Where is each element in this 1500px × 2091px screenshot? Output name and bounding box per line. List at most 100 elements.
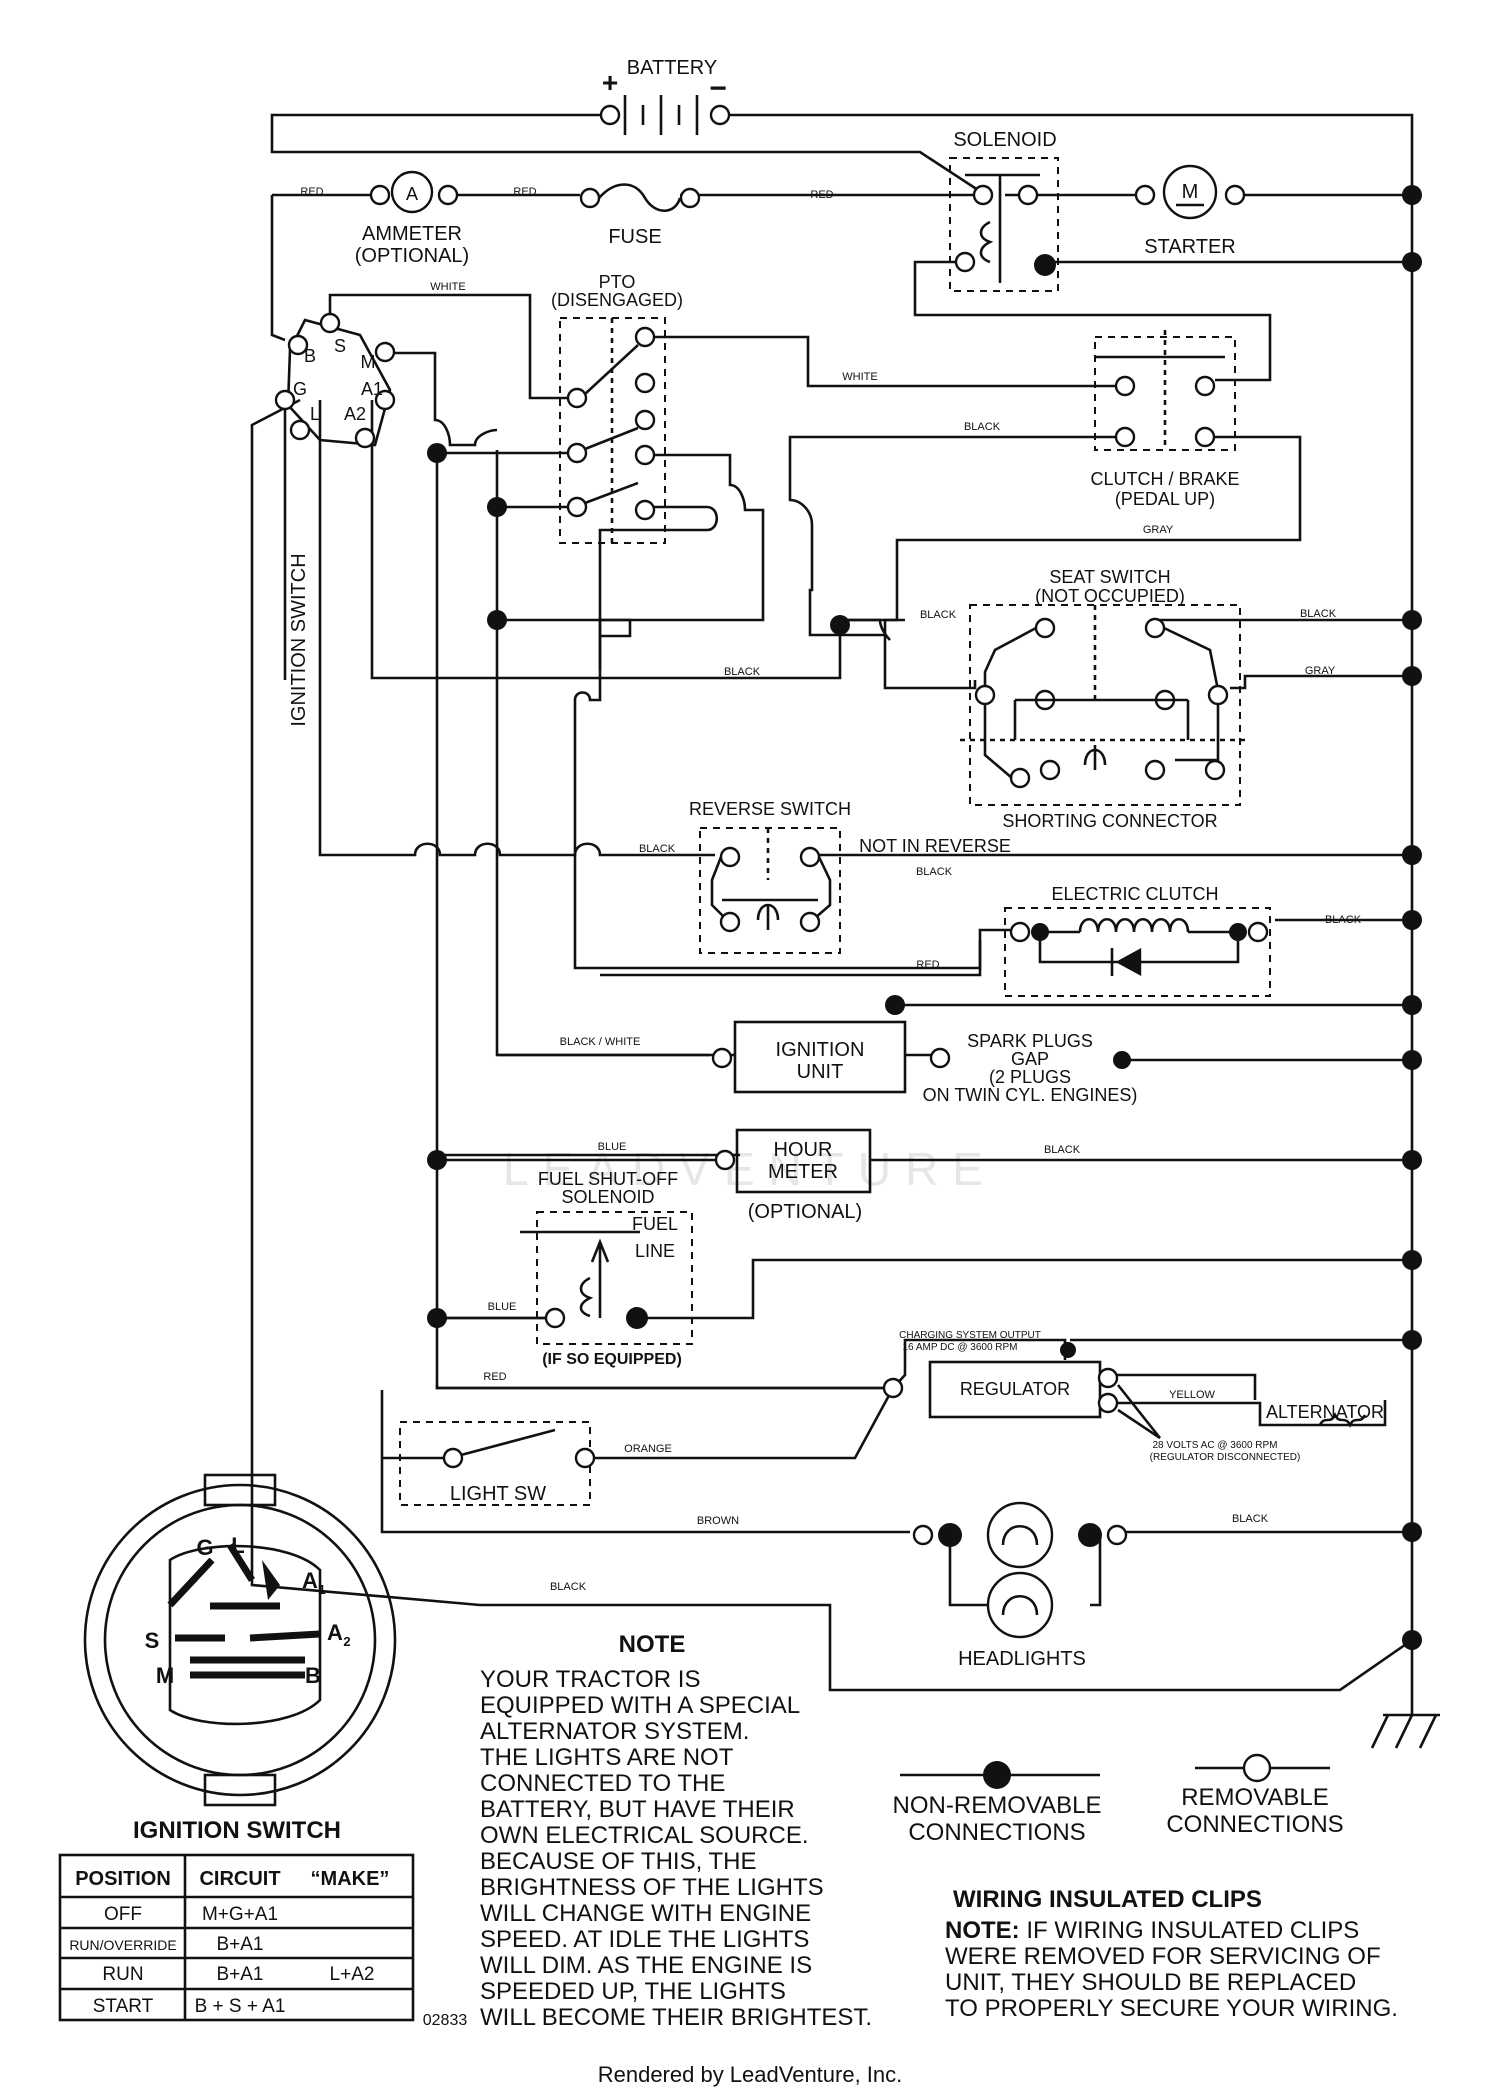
wire-label-red-2: RED	[513, 186, 536, 198]
note-line-9: BRIGHTNESS OF THE LIGHTS	[480, 1874, 824, 1901]
terminal-s: S	[334, 336, 346, 356]
fuel-shutoff-solenoid: FUEL SHUT-OFF SOLENOID FUEL LINE (IF SO …	[520, 1169, 693, 1368]
wire-label-gray-1: GRAY	[1143, 524, 1174, 536]
face-m: M	[156, 1663, 174, 1688]
junction-dots	[427, 185, 1422, 1650]
footer-credit: Rendered by LeadVenture, Inc.	[598, 2062, 903, 2087]
regulator-label: REGULATOR	[960, 1379, 1070, 1399]
electric-clutch: ELECTRIC CLUTCH	[1004, 884, 1271, 997]
ignition-switch-terminal: B S M G A1 L A2 IGNITION SWITCH	[274, 312, 396, 727]
wire-network	[250, 113, 1414, 1715]
alternator-output-label-2: (REGULATOR DISCONNECTED)	[1150, 1452, 1301, 1463]
electric-clutch-label: ELECTRIC CLUTCH	[1051, 884, 1218, 904]
fuse: FUSE	[579, 183, 701, 248]
table-row-3-circuit: B+A1	[216, 1964, 263, 1985]
ammeter-label: AMMETER	[362, 223, 462, 245]
legend-removable-2: CONNECTIONS	[1166, 1811, 1343, 1838]
note-line-6: BATTERY, BUT HAVE THEIR	[480, 1796, 795, 1823]
table-row-2-circuit: B+A1	[216, 1934, 263, 1955]
wire-label-blue-2: BLUE	[488, 1301, 517, 1313]
headlights-label: HEADLIGHTS	[958, 1648, 1086, 1670]
clips-title: WIRING INSULATED CLIPS	[953, 1886, 1262, 1913]
seat-switch: SEAT SWITCH (NOT OCCUPIED) SHORTING CONN…	[960, 567, 1250, 831]
note-block: NOTE YOUR TRACTOR IS EQUIPPED WITH A SPE…	[480, 1631, 872, 2031]
table-header-position: POSITION	[75, 1868, 171, 1890]
wire-label-yellow: YELLOW	[1169, 1389, 1215, 1401]
wire-label-orange: ORANGE	[624, 1443, 672, 1455]
clutch-brake-label: CLUTCH / BRAKE	[1090, 469, 1239, 489]
light-switch-label: LIGHT SW	[450, 1483, 546, 1505]
note-line-12: WILL DIM. AS THE ENGINE IS	[480, 1952, 812, 1979]
starter-motor: M STARTER	[1134, 164, 1246, 258]
table-row-1-circuit: M+G+A1	[202, 1904, 278, 1925]
clips-line-1: NOTE: IF WIRING INSULATED CLIPS	[945, 1917, 1359, 1944]
pto-switch: PTO (DISENGAGED)	[551, 272, 683, 544]
table-row-1-position: OFF	[104, 1904, 142, 1925]
spark-plugs-label-4: ON TWIN CYL. ENGINES)	[923, 1085, 1138, 1105]
legend-removable-1: REMOVABLE	[1181, 1784, 1329, 1811]
spark-plugs-label-1: SPARK PLUGS	[967, 1031, 1093, 1051]
wire-label-red-3: RED	[810, 189, 833, 201]
wire-label-blue-1: BLUE	[598, 1141, 627, 1153]
hour-meter-label-2: METER	[768, 1161, 838, 1183]
wire-label-black-5: BLACK	[639, 843, 676, 855]
hour-meter: HOUR METER (OPTIONAL)	[714, 1128, 872, 1223]
legend-non-removable-2: CONNECTIONS	[908, 1819, 1085, 1846]
alternator-label: ALTERNATOR	[1266, 1402, 1384, 1422]
wire-label-red-1: RED	[300, 186, 323, 198]
headlights: HEADLIGHTS	[912, 1501, 1128, 1670]
wire-label-black-9: BLACK	[1232, 1513, 1269, 1525]
charging-output-label-1: CHARGING SYSTEM OUTPUT	[899, 1330, 1041, 1341]
ignition-unit-label-1: IGNITION	[776, 1039, 865, 1061]
clips-line-1-text: IF WIRING INSULATED CLIPS	[1020, 1917, 1360, 1944]
shorting-connector-label: SHORTING CONNECTOR	[1002, 811, 1217, 831]
table-header-circuit: CIRCUIT	[199, 1868, 280, 1890]
face-a2: A	[327, 1620, 343, 1645]
wire-label-white-2: WHITE	[842, 371, 877, 383]
starter-label: STARTER	[1144, 236, 1236, 258]
note-line-4: THE LIGHTS ARE NOT	[480, 1744, 734, 1771]
legend-non-removable-1: NON-REMOVABLE	[893, 1792, 1102, 1819]
face-b: B	[305, 1663, 321, 1688]
table-row-2-position: RUN/OVERRIDE	[69, 1937, 176, 1953]
spark-plugs-label-2: GAP	[1011, 1049, 1049, 1069]
ammeter-optional-label: (OPTIONAL)	[355, 245, 469, 267]
fuel-line-label-1: FUEL	[632, 1214, 678, 1234]
wire-label-white-1: WHITE	[430, 281, 465, 293]
motor-symbol: M	[1182, 181, 1199, 203]
clips-note-bold: NOTE:	[945, 1917, 1020, 1944]
fuel-line-label-2: LINE	[635, 1241, 675, 1261]
wire-label-gray-2: GRAY	[1305, 665, 1336, 677]
ignition-table: IGNITION SWITCH POSITION CIRCUIT “MAKE” …	[58, 1817, 415, 2022]
pto-label: PTO	[599, 272, 636, 292]
battery-plus: +	[602, 67, 618, 98]
ignition-unit-label-2: UNIT	[797, 1061, 844, 1083]
clutch-brake-switch: CLUTCH / BRAKE (PEDAL UP)	[1090, 330, 1240, 509]
clutch-brake-state-label: (PEDAL UP)	[1115, 489, 1215, 509]
fuel-solenoid-label-1: FUEL SHUT-OFF	[538, 1169, 678, 1189]
alternator-output-label-1: 28 VOLTS AC @ 3600 RPM	[1152, 1440, 1277, 1451]
face-a2-sub: 2	[343, 1634, 350, 1649]
seat-switch-label: SEAT SWITCH	[1049, 567, 1170, 587]
wire-label-black-6: BLACK	[916, 866, 953, 878]
table-row-3-make: L+A2	[330, 1964, 375, 1985]
terminal-a1: A1	[361, 379, 383, 399]
note-title: NOTE	[619, 1631, 686, 1658]
clips-note: WIRING INSULATED CLIPS NOTE: IF WIRING I…	[945, 1886, 1398, 2022]
clips-line-4: TO PROPERLY SECURE YOUR WIRING.	[945, 1995, 1398, 2022]
seat-switch-state-label: (NOT OCCUPIED)	[1035, 586, 1185, 606]
note-line-8: BECAUSE OF THIS, THE	[480, 1848, 757, 1875]
fuse-label: FUSE	[608, 226, 661, 248]
battery-minus: −	[709, 72, 727, 105]
table-row-4-circuit: B + S + A1	[195, 1996, 286, 2017]
ammeter-symbol: A	[406, 184, 418, 204]
note-line-14: WILL BECOME THEIR BRIGHTEST.	[480, 2004, 872, 2031]
not-in-reverse-label: NOT IN REVERSE	[859, 836, 1011, 856]
table-header-make: “MAKE”	[311, 1868, 390, 1890]
terminal-m: M	[361, 352, 376, 372]
reverse-switch: REVERSE SWITCH NOT IN REVERSE	[689, 799, 1011, 954]
drawing-number: 02833	[423, 2012, 468, 2029]
face-a1: A	[302, 1568, 318, 1593]
hour-meter-optional-label: (OPTIONAL)	[748, 1201, 862, 1223]
